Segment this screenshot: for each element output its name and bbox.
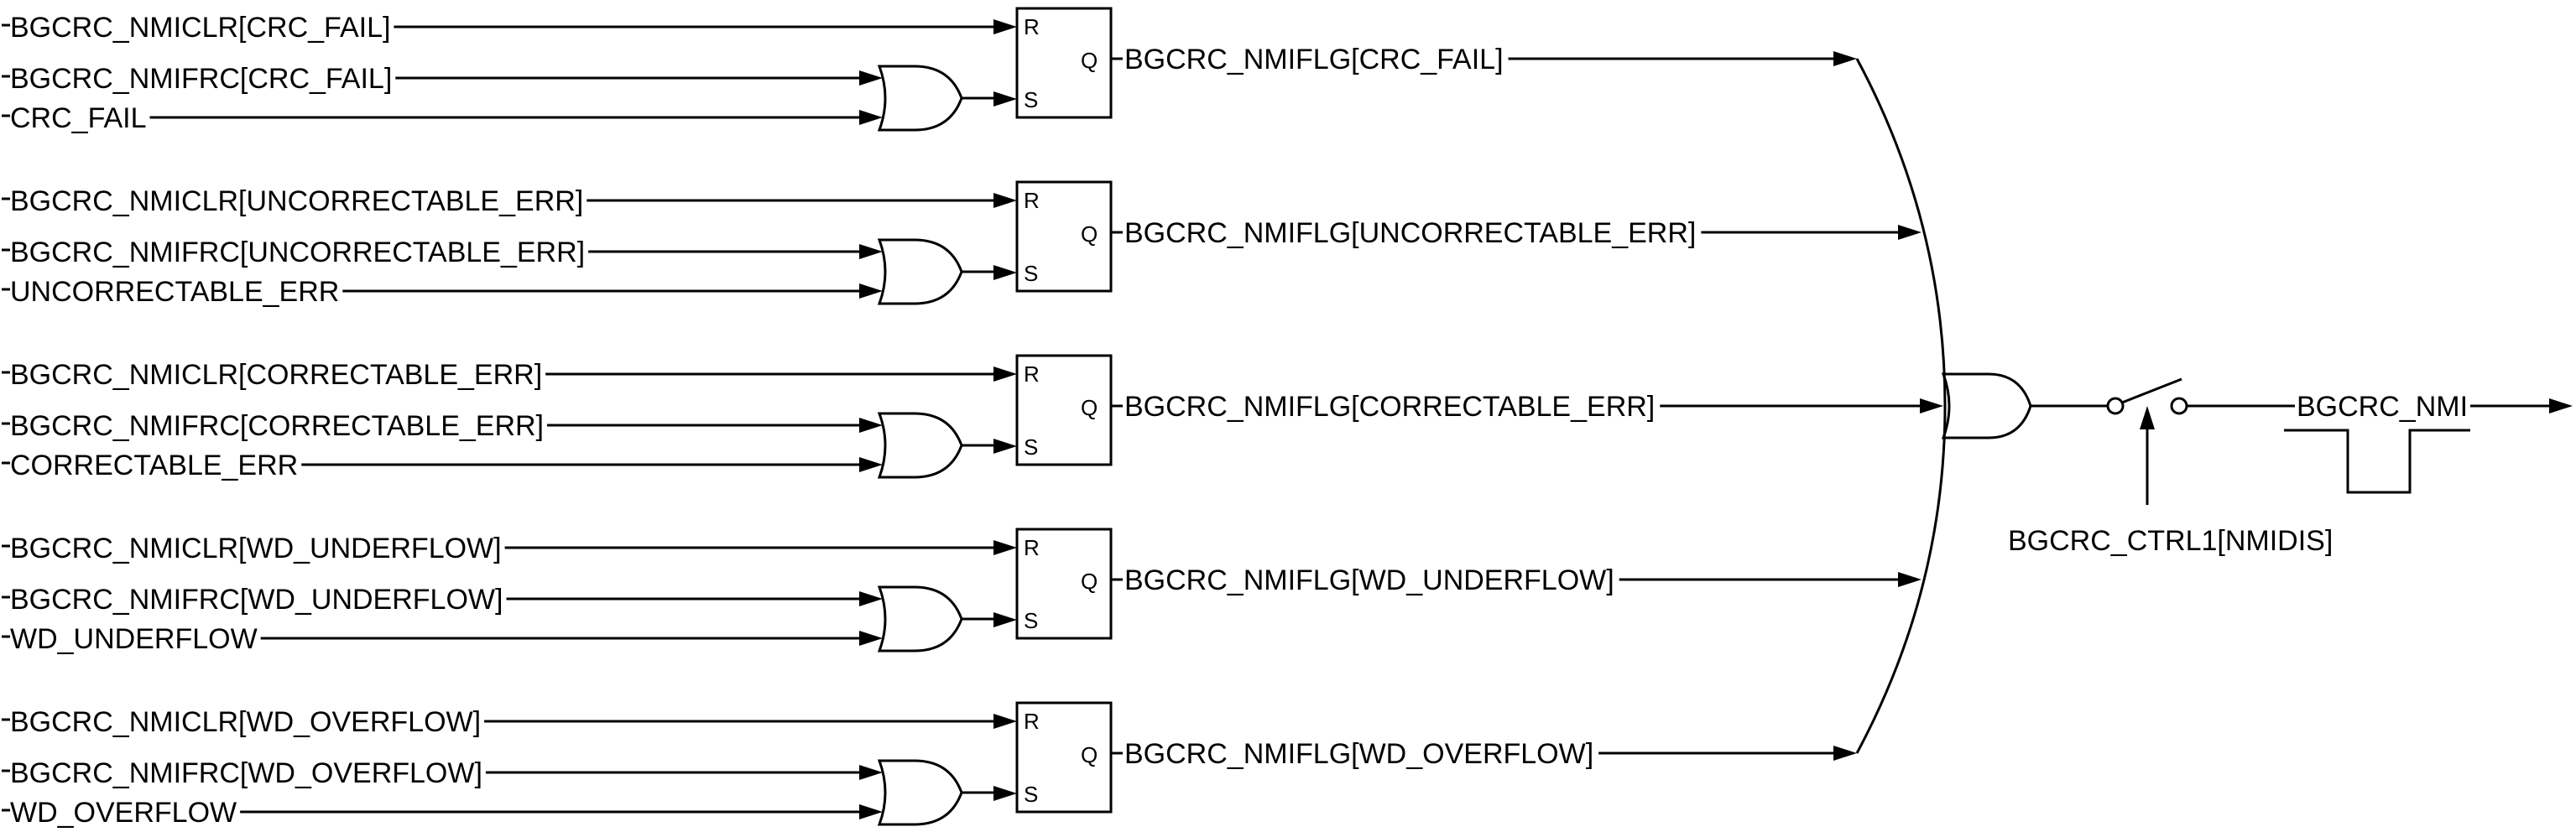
- set-arrow: [993, 786, 1017, 801]
- latch-r-pin: R: [1024, 709, 1040, 734]
- latch-q-pin: Q: [1081, 221, 1098, 247]
- source-arrow: [859, 631, 883, 646]
- or-gate-curve: [1855, 58, 1947, 754]
- clear-signal-label: BGCRC_NMICLR[WD_OVERFLOW]: [10, 706, 481, 738]
- sr-latch: [1015, 528, 1113, 640]
- set-arrow: [993, 612, 1017, 627]
- source-signal-label: CRC_FAIL: [10, 102, 147, 134]
- or-gate: [877, 412, 963, 479]
- latch-q-pin: Q: [1081, 569, 1098, 594]
- flag-signal-label: BGCRC_NMIFLG[WD_UNDERFLOW]: [1124, 564, 1614, 596]
- output-pulse-icon: [2284, 429, 2470, 494]
- source-signal-label: WD_OVERFLOW: [10, 797, 237, 829]
- force-signal-label: BGCRC_NMIFRC[WD_UNDERFLOW]: [10, 584, 503, 616]
- or-gate: [877, 238, 963, 305]
- latch-r-pin: R: [1024, 535, 1040, 560]
- clear-signal-label: BGCRC_NMICLR[UNCORRECTABLE_ERR]: [10, 185, 583, 217]
- flag-arrow: [1833, 746, 1857, 761]
- force-signal-label: BGCRC_NMIFRC[WD_OVERFLOW]: [10, 757, 482, 789]
- latch-row: BGCRC_NMICLR[UNCORRECTABLE_ERR] BGCRC_NMI…: [2, 180, 1922, 308]
- force-arrow: [859, 244, 883, 259]
- latch-s-pin: S: [1024, 87, 1038, 112]
- clear-signal-label: BGCRC_NMICLR[CORRECTABLE_ERR]: [10, 359, 542, 391]
- input-rows: BGCRC_NMICLR[CRC_FAIL] BGCRC_NMIFRC[CRC_F…: [2, 7, 1943, 829]
- latch-r-pin: R: [1024, 188, 1040, 213]
- latch-q-pin: Q: [1081, 742, 1098, 767]
- clear-arrow: [993, 193, 1017, 208]
- set-arrow: [993, 265, 1017, 280]
- switch-control-arrow: [2140, 406, 2155, 429]
- force-signal-label: BGCRC_NMIFRC[CORRECTABLE_ERR]: [10, 410, 544, 442]
- flag-arrow: [1833, 51, 1857, 66]
- latch-r-pin: R: [1024, 14, 1040, 39]
- force-arrow: [859, 418, 883, 433]
- clear-arrow: [993, 540, 1017, 555]
- latch-row: BGCRC_NMICLR[CORRECTABLE_ERR] BGCRC_NMIFR…: [2, 354, 1943, 481]
- latch-q-pin: Q: [1081, 395, 1098, 420]
- sr-latch: [1015, 701, 1113, 814]
- latch-s-pin: S: [1024, 261, 1038, 286]
- latch-s-pin: S: [1024, 782, 1038, 807]
- or-gate: [877, 585, 963, 653]
- switch-blade: [2121, 377, 2182, 404]
- switch-contact-right: [2170, 397, 2188, 415]
- output-label: BGCRC_NMI: [2297, 391, 2468, 423]
- source-arrow: [859, 283, 883, 299]
- flag-signal-label: BGCRC_NMIFLG[UNCORRECTABLE_ERR]: [1124, 217, 1696, 249]
- flag-arrow: [1920, 398, 1943, 413]
- flag-arrow: [1898, 572, 1922, 587]
- latch-q-pin: Q: [1081, 48, 1098, 73]
- force-signal-label: BGCRC_NMIFRC[CRC_FAIL]: [10, 63, 392, 95]
- sr-latch: [1015, 180, 1113, 293]
- latch-s-pin: S: [1024, 434, 1038, 460]
- force-arrow: [859, 70, 883, 86]
- latch-r-pin: R: [1024, 361, 1040, 387]
- clear-arrow: [993, 714, 1017, 729]
- flag-signal-label: BGCRC_NMIFLG[WD_OVERFLOW]: [1124, 738, 1593, 770]
- switch-control-label: BGCRC_CTRL1[NMIDIS]: [2008, 525, 2333, 557]
- set-arrow: [993, 439, 1017, 454]
- latch-row: BGCRC_NMICLR[CRC_FAIL] BGCRC_NMIFRC[CRC_F…: [2, 7, 1857, 134]
- clear-arrow: [993, 367, 1017, 382]
- clear-arrow: [993, 19, 1017, 34]
- flag-arrow: [1898, 225, 1922, 240]
- or-gate: [877, 65, 963, 132]
- sr-latch: [1015, 354, 1113, 466]
- source-arrow: [859, 457, 883, 472]
- latch-row: BGCRC_NMICLR[WD_OVERFLOW] BGCRC_NMIFRC[WD…: [2, 701, 1857, 829]
- clear-signal-label: BGCRC_NMICLR[WD_UNDERFLOW]: [10, 533, 502, 564]
- latch-s-pin: S: [1024, 608, 1038, 633]
- big-or-gate: [1941, 372, 2032, 439]
- force-arrow: [859, 765, 883, 780]
- flag-signal-label: BGCRC_NMIFLG[CRC_FAIL]: [1124, 44, 1504, 75]
- or-gate: [877, 759, 963, 826]
- source-signal-label: WD_UNDERFLOW: [10, 623, 258, 655]
- sr-latch: [1015, 7, 1113, 119]
- source-signal-label: UNCORRECTABLE_ERR: [10, 276, 339, 308]
- source-signal-label: CORRECTABLE_ERR: [10, 450, 298, 481]
- flag-signal-label: BGCRC_NMIFLG[CORRECTABLE_ERR]: [1124, 391, 1655, 423]
- force-signal-label: BGCRC_NMIFRC[UNCORRECTABLE_ERR]: [10, 237, 585, 268]
- output-arrow: [2549, 398, 2573, 413]
- clear-signal-label: BGCRC_NMICLR[CRC_FAIL]: [10, 12, 390, 44]
- source-arrow: [859, 110, 883, 125]
- source-arrow: [859, 804, 883, 819]
- latch-row: BGCRC_NMICLR[WD_UNDERFLOW] BGCRC_NMIFRC[W…: [2, 528, 1922, 655]
- switch-contact-left: [2106, 397, 2125, 415]
- force-arrow: [859, 591, 883, 606]
- set-arrow: [993, 91, 1017, 107]
